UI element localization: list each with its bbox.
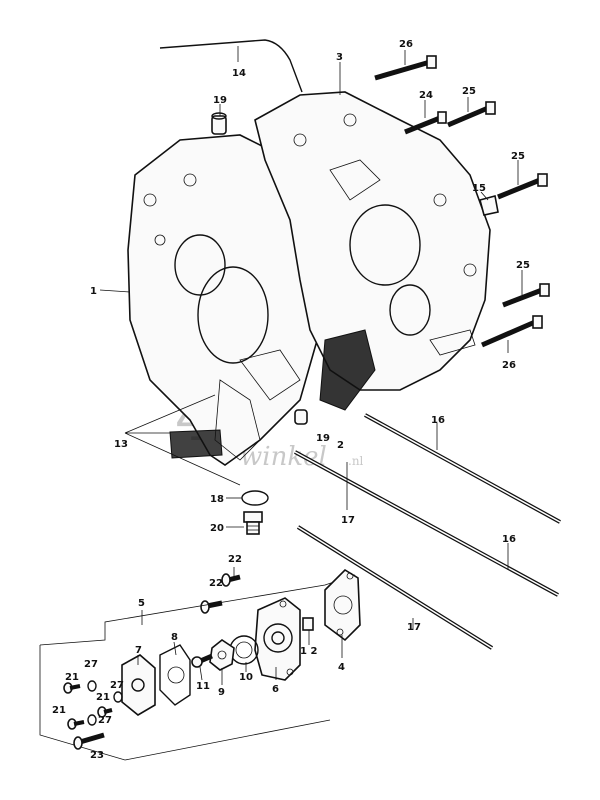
leader-lines [99, 50, 523, 685]
bolt-26-top [374, 55, 437, 81]
pump-dowel-pin [302, 617, 314, 631]
label-part-19-lower: 19 [316, 433, 330, 444]
pump-shaft [191, 653, 213, 668]
screw-21-mid [97, 706, 113, 718]
label-part-17-lower: 17 [407, 622, 421, 633]
crank-bore-right [349, 204, 421, 286]
label-part-2: 2 [337, 440, 344, 451]
crankcase-right-half [254, 91, 491, 391]
crankcase-assembly [127, 91, 491, 466]
label-part-26-lower: 26 [502, 360, 516, 371]
pump-cover [121, 654, 156, 716]
bearing-bore-left [174, 234, 226, 296]
label-part-16-upper: 16 [431, 415, 445, 426]
screw-21-lower [67, 718, 85, 730]
label-part-9: 9 [218, 687, 225, 698]
label-part-8: 8 [171, 632, 178, 643]
label-part-14: 14 [232, 68, 246, 79]
bolt-24 [404, 111, 447, 135]
watermark-suffix: .nl [348, 454, 364, 468]
bolt-25-mid [497, 173, 548, 200]
oil-strainer-screen [124, 394, 241, 486]
crankcase-left-half [127, 134, 321, 466]
part-labels: 1 2 3 4 5 6 7 8 9 10 11 1 2 13 14 15 16 … [52, 39, 530, 761]
screw-21-upper [63, 682, 81, 694]
inner-rotor [209, 639, 235, 671]
label-part-20: 20 [210, 523, 224, 534]
label-part-3: 3 [336, 52, 343, 63]
gasket-part-2 [319, 329, 376, 411]
label-part-17-upper: 17 [341, 515, 355, 526]
screw-22-upper [221, 573, 241, 587]
label-part-11: 11 [196, 681, 210, 692]
label-part-27-mid: 27 [110, 680, 124, 691]
washer-27-mid [113, 691, 123, 703]
bolt-26-lower [481, 315, 543, 348]
label-part-13: 13 [114, 439, 128, 450]
washer-27-upper [87, 680, 97, 692]
label-part-7: 7 [135, 645, 142, 656]
label-part-19-upper: 19 [213, 95, 227, 106]
stud-long-lower [296, 525, 494, 650]
label-part-21-lower: 21 [52, 705, 66, 716]
dowel-pin-top [211, 112, 227, 135]
label-part-24: 24 [419, 90, 433, 101]
screw-22-lower [200, 600, 223, 614]
label-part-6: 6 [272, 684, 279, 695]
label-part-21-upper: 21 [65, 672, 79, 683]
screw-23 [73, 732, 105, 750]
breather-tube [159, 39, 303, 93]
oil-pump-gasket [324, 568, 361, 642]
washer-27-lower [87, 714, 97, 726]
label-part-25-top: 25 [462, 86, 476, 97]
label-part-4: 4 [338, 662, 345, 673]
label-part-22-lower: 22 [209, 578, 223, 589]
sealing-washer [241, 490, 269, 506]
stud-long-upper [364, 413, 561, 524]
label-part-25-lower: 25 [516, 260, 530, 271]
label-part-5: 5 [138, 598, 145, 609]
label-part-10: 10 [239, 672, 253, 683]
label-part-27-upper: 27 [84, 659, 98, 670]
bolt-25-top [447, 101, 496, 128]
label-part-18: 18 [210, 494, 224, 505]
label-part-1: 1 [90, 286, 97, 297]
drain-plug-bolt [243, 511, 263, 535]
label-part-12: 1 2 [300, 646, 317, 657]
label-part-21-mid: 21 [96, 692, 110, 703]
bearing-bore-right [389, 284, 431, 336]
pump-cover-gasket [159, 644, 191, 706]
label-part-16-lower: 16 [502, 534, 516, 545]
stud-long-middle [294, 450, 559, 597]
dowel-pin-bottom [294, 409, 308, 425]
label-part-27-lower: 27 [98, 715, 112, 726]
watermark-text: winkel [240, 442, 327, 472]
oil-pump-body [254, 597, 301, 681]
cylinder-bore-left [197, 266, 269, 364]
label-part-22-upper: 22 [228, 554, 242, 565]
label-part-25-mid: 25 [511, 151, 525, 162]
label-part-26-top: 26 [399, 39, 413, 50]
bracket-15 [479, 195, 499, 216]
bolt-25-lower [502, 283, 550, 308]
label-part-15: 15 [472, 183, 486, 194]
label-part-23: 23 [90, 750, 104, 761]
